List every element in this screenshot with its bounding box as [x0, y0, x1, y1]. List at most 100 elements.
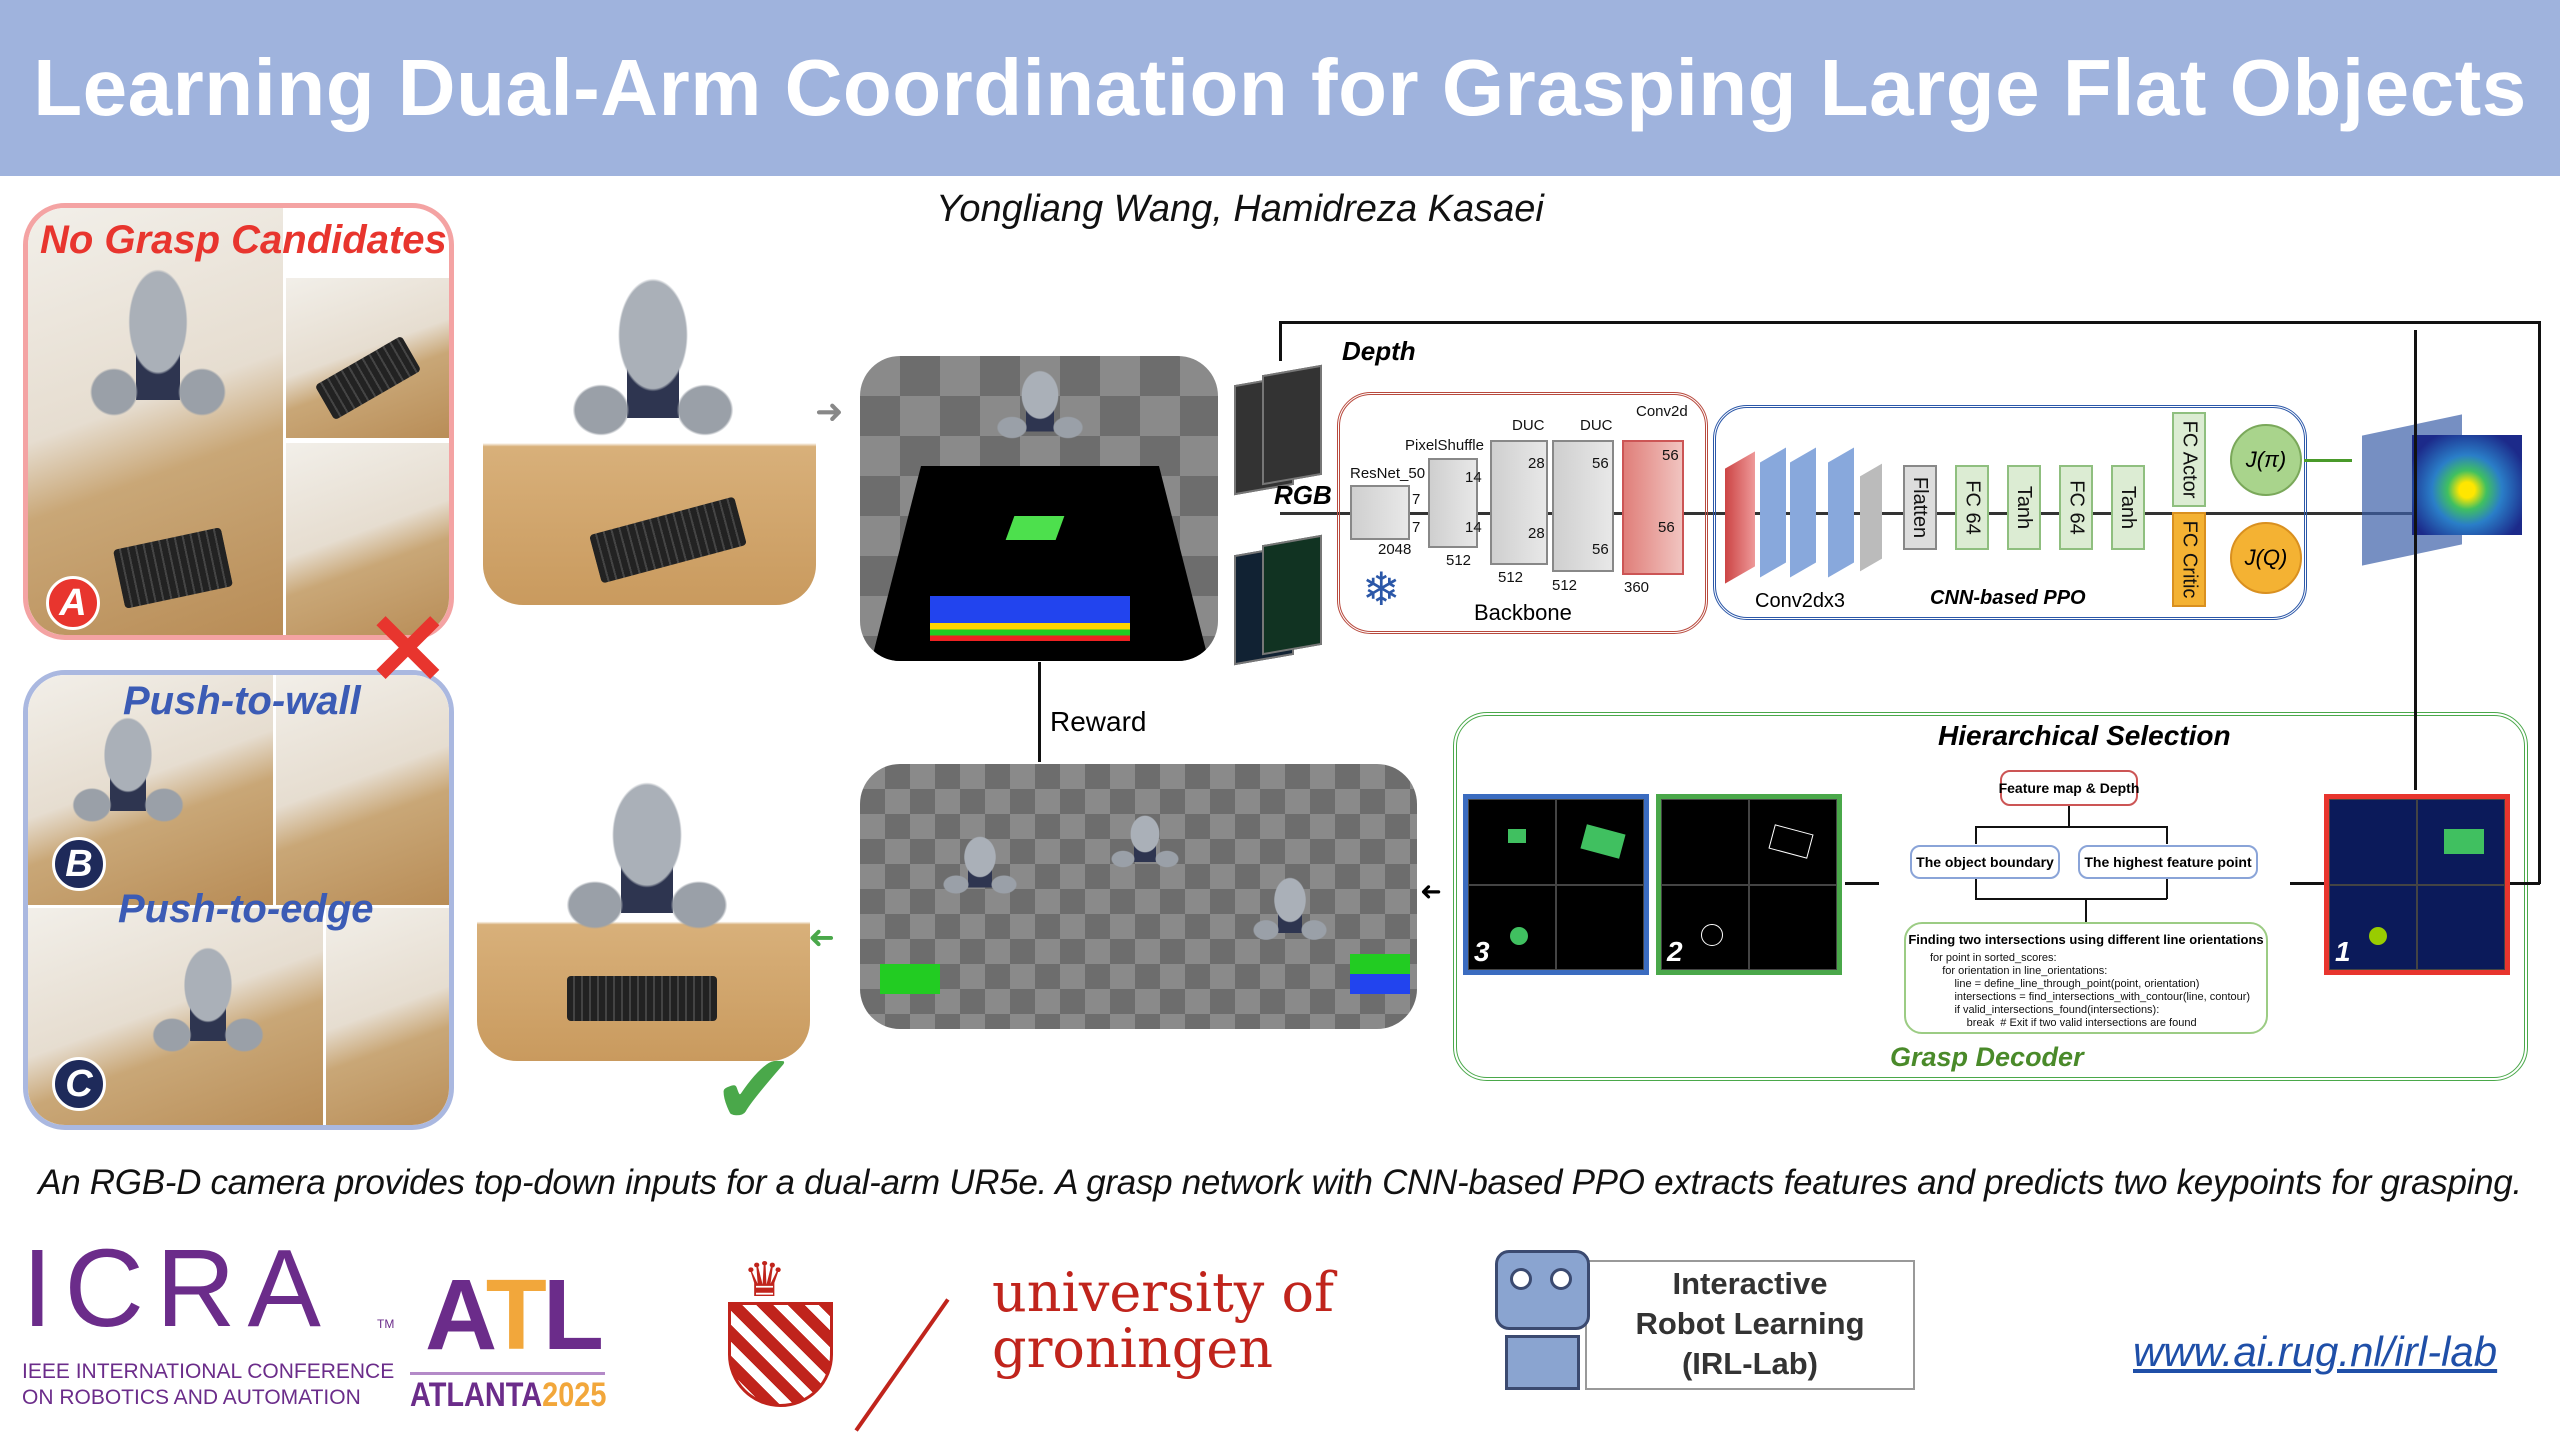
connector: [2166, 826, 2168, 844]
fc64-block: FC 64: [2059, 465, 2093, 550]
rgb-label: RGB: [1274, 480, 1332, 510]
cross-icon: ✕: [366, 594, 450, 706]
tanh-block: Tanh: [2007, 465, 2041, 550]
push-to-wall-label: Push-to-wall: [123, 679, 361, 723]
connector: [2166, 879, 2168, 899]
layer-label: Conv2d: [1636, 403, 1688, 420]
robot-photo-bottom: [477, 751, 810, 1061]
robot-photo: [276, 675, 449, 905]
code-line: for orientation in line_orientations:: [1930, 965, 2108, 977]
arrow-left-icon: ➜: [808, 919, 835, 955]
channel-label: 512: [1446, 552, 1472, 569]
robot-photo-top: [483, 245, 816, 605]
dim-label: 56: [1592, 455, 1609, 472]
code-line: for point in sorted_scores:: [1930, 952, 2057, 964]
output-arrow: [2304, 459, 2352, 462]
j-pi-node: J(π): [2230, 424, 2302, 496]
rug-crest: ♛: [728, 1252, 833, 1407]
simulation-top: [860, 356, 1218, 661]
panel-number: 1: [2335, 936, 2351, 967]
hierarchical-title: Hierarchical Selection: [1938, 720, 2231, 751]
layer-duc2: [1552, 440, 1614, 572]
authors: Yongliang Wang, Hamidreza Kasaei: [936, 188, 1544, 230]
conv-layer: [1828, 447, 1854, 578]
dim-label: 28: [1528, 455, 1545, 472]
arrow-left-icon: [1845, 882, 1879, 885]
layer-label: ResNet_50: [1350, 465, 1426, 482]
code-line: break # Exit if two valid intersections …: [1930, 1017, 2197, 1029]
flow-intersections-box: [1904, 922, 2268, 1034]
badge-b: B: [52, 837, 106, 891]
dim-label: 14: [1465, 469, 1482, 486]
panel-number: 2: [1667, 936, 1683, 967]
dim-label: 7: [1412, 491, 1421, 508]
poster-title: Learning Dual-Arm Coordination for Grasp…: [33, 43, 2527, 132]
check-icon: ✔: [712, 1034, 796, 1146]
code-line: intersections = find_intersections_with_…: [1930, 991, 2251, 1003]
channel-label: 512: [1498, 569, 1524, 586]
layer-label: DUC: [1512, 417, 1545, 434]
backbone-label: Backbone: [1474, 600, 1572, 625]
reward-arrow: [1038, 662, 1041, 762]
layer-label: PixelShuffle: [1405, 437, 1484, 454]
grasp-panel-2: 2: [1656, 794, 1842, 975]
dim-label: 56: [1592, 541, 1609, 558]
flow-object-boundary: The object boundary: [1910, 845, 2060, 879]
code-line: if valid_intersections_found(intersectio…: [1930, 1004, 2160, 1016]
dim-label: 7: [1412, 519, 1421, 536]
rug-name: university of groningen: [992, 1261, 1334, 1380]
arrow-down-icon: [2414, 330, 2417, 790]
depth-stack: [1262, 364, 1322, 486]
badge-a: A: [46, 576, 100, 630]
conv-label: Conv2dx3: [1755, 590, 1846, 612]
backbone-box: [1337, 392, 1708, 634]
connector: [1975, 879, 1977, 899]
rgb-stack: [1262, 534, 1322, 656]
rug-slash: [854, 1298, 950, 1432]
no-grasp-label: No Grasp Candidates: [40, 218, 447, 262]
simulation-parallel: [860, 764, 1417, 1029]
panel-number: 3: [1474, 936, 1490, 967]
feedback-line-right: [2538, 321, 2541, 884]
push-to-edge-label: Push-to-edge: [118, 887, 374, 931]
fc-critic-block: FC Critic: [2172, 512, 2206, 607]
code-line: line = define_line_through_point(point, …: [1930, 978, 2200, 990]
flatten-block: Flatten: [1903, 465, 1937, 550]
connector: [1975, 826, 2167, 828]
conv-layer: [1760, 447, 1786, 578]
robot-image: [48, 238, 268, 518]
tanh-block: Tanh: [2111, 465, 2145, 550]
dim-label: 28: [1528, 525, 1545, 542]
channel-label: 512: [1552, 577, 1578, 594]
lab-url-link[interactable]: www.ai.rug.nl/irl-lab: [2133, 1328, 2498, 1375]
icra-logo: ICRA TM IEEE INTERNATIONAL CONFERENCE ON…: [22, 1227, 395, 1410]
layer-conv2d: [1622, 440, 1684, 575]
layer-resnet: [1350, 485, 1410, 540]
ppo-label: CNN-based PPO: [1930, 587, 2086, 609]
arrow-left-icon: ➜: [1420, 876, 1442, 906]
fc-actor-block: FC Actor: [2172, 412, 2206, 507]
dim-label: 56: [1658, 519, 1675, 536]
output-feature-map: [2362, 405, 2522, 566]
connector: [1975, 898, 2167, 900]
connector: [1975, 826, 1977, 844]
badge-c: C: [52, 1057, 106, 1111]
layer-label: DUC: [1580, 417, 1613, 434]
conv-layer: [1790, 447, 1816, 578]
feedback-line-bottom: [2510, 882, 2540, 885]
grasp-panel-1: 1: [2324, 794, 2510, 975]
robot-photo: [286, 443, 449, 635]
dim-label: 56: [1662, 447, 1679, 464]
flow-feature-map: Feature map & Depth: [1999, 770, 2139, 806]
ppo-box: [1713, 405, 2307, 620]
grasp-panel-3: 3: [1463, 794, 1649, 975]
feedback-line-top: [1279, 321, 2541, 324]
connector: [2085, 898, 2087, 922]
no-grasp-panel: No Grasp Candidates A: [23, 203, 454, 640]
robot-image: [118, 925, 298, 1125]
push-panel: Push-to-wall Push-to-edge B C: [23, 670, 454, 1130]
dim-label: 14: [1465, 519, 1482, 536]
atlanta-logo: ATL ATLANTA2025: [410, 1259, 607, 1414]
depth-label: Depth: [1342, 336, 1416, 366]
